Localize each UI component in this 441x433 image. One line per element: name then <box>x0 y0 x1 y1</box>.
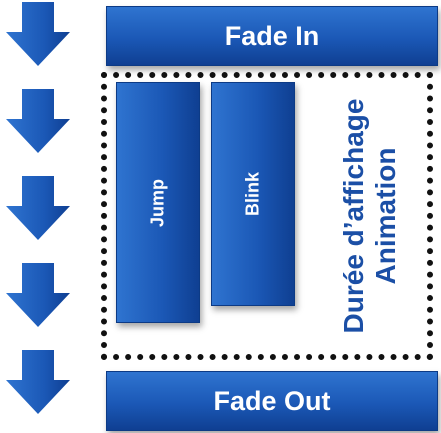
duration-caption-line2: Animation <box>370 147 401 285</box>
down-arrow-icon <box>6 350 70 414</box>
duration-caption: Durée d’affichage Animation <box>338 99 402 334</box>
duration-caption-line1: Durée d’affichage <box>338 98 369 334</box>
down-arrow-icon <box>6 2 70 66</box>
down-arrow-icon <box>6 89 70 153</box>
display-duration-frame <box>101 72 433 360</box>
blink-label: Blink <box>242 171 263 217</box>
jump-label: Jump <box>147 178 168 227</box>
fade-in-bar: Fade In <box>106 6 438 66</box>
jump-bar: Jump <box>116 82 200 323</box>
fade-out-bar: Fade Out <box>106 371 438 431</box>
fade-in-label: Fade In <box>224 20 320 51</box>
fade-out-label: Fade Out <box>213 385 331 416</box>
blink-bar: Blink <box>211 82 295 306</box>
down-arrow-icon <box>6 176 70 240</box>
down-arrow-icon <box>6 263 70 327</box>
